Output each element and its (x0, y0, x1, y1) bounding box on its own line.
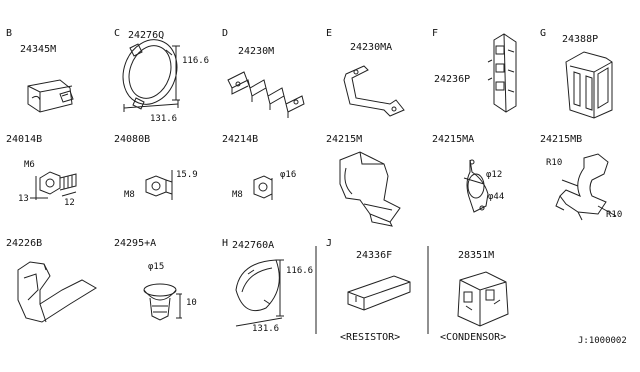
part-number-28351m: 28351M (458, 250, 495, 261)
diagram-code: J:1000002 (578, 336, 627, 346)
section-letter-e: E (326, 28, 333, 39)
dimension-head: 13 (18, 194, 29, 204)
dimension-height: 10 (186, 298, 197, 308)
clip-24226b-drawing (18, 262, 96, 322)
section-letter-c: C (114, 28, 121, 39)
dimension-radius: R10 (606, 210, 623, 220)
dimension-width: 131.6 (252, 324, 280, 334)
section-letter-f: F (432, 28, 439, 39)
dimension-height: 116.6 (286, 266, 314, 276)
part-number-24388p: 24388P (562, 34, 599, 45)
part-number-24215m: 24215M (326, 134, 363, 145)
section-letter-j: J (326, 238, 333, 249)
dimension-height: 116.6 (182, 56, 210, 66)
part-number-24215mb: 24215MB (540, 134, 583, 145)
protector-24388p-drawing (566, 52, 612, 118)
dimension-diameter: φ16 (280, 170, 297, 180)
part-number-24080b: 24080B (114, 134, 151, 145)
connector-strip-24236p-drawing (488, 34, 516, 112)
resistor-24336f-drawing (348, 276, 410, 310)
dimension-length: 12 (64, 198, 75, 208)
bolt-24014b-drawing (30, 172, 76, 200)
part-number-242760a: 242760A (232, 240, 275, 251)
clip-24345m-drawing (28, 80, 73, 112)
part-number-24226b: 24226B (6, 238, 43, 249)
bracket-24230ma-drawing (344, 66, 404, 116)
part-number-24276q: 24276Q (128, 30, 165, 41)
part-number-24336f: 24336F (356, 250, 393, 261)
section-letter-b: B (6, 28, 13, 39)
resistor-caption: <RESISTOR> (340, 332, 401, 343)
part-number-24014b: 24014B (6, 134, 43, 145)
clamp-24276q-drawing (114, 32, 185, 112)
push-clip-24295a-drawing (144, 284, 182, 320)
part-number-24230ma: 24230MA (350, 42, 393, 53)
part-number-24295a: 24295+A (114, 238, 157, 249)
dimension-radius: R10 (546, 158, 563, 168)
nut-24214b-drawing (254, 176, 272, 200)
dimension-diameter: φ12 (486, 170, 503, 180)
condensor-28351m-drawing (458, 272, 508, 326)
dimension-thread: M6 (24, 160, 35, 170)
clamp-242760a-drawing (236, 260, 284, 326)
condensor-caption: <CONDENSOR> (440, 332, 507, 343)
clamp-24215m-drawing (340, 152, 400, 226)
clip-24215ma-drawing (464, 160, 488, 212)
part-number-24230m: 24230M (238, 46, 275, 57)
dimension-thread: M8 (232, 190, 243, 200)
dimension-width: 131.6 (150, 114, 178, 124)
dimension-diameter: φ44 (488, 192, 505, 202)
dimension-thread: M8 (124, 190, 135, 200)
section-letter-g: G (540, 28, 547, 39)
section-letter-d: D (222, 28, 229, 39)
part-number-24236p: 24236P (434, 74, 471, 85)
dimension-width: 15.9 (176, 170, 198, 180)
part-number-24214b: 24214B (222, 134, 259, 145)
dimension-diameter: φ15 (148, 262, 165, 272)
bracket-24230m-drawing (228, 72, 304, 118)
clamp-24215mb-drawing (556, 154, 616, 220)
nut-24080b-drawing (146, 170, 172, 200)
section-letter-h: H (222, 238, 229, 249)
part-number-24345m: 24345M (20, 44, 57, 55)
part-number-24215ma: 24215MA (432, 134, 475, 145)
